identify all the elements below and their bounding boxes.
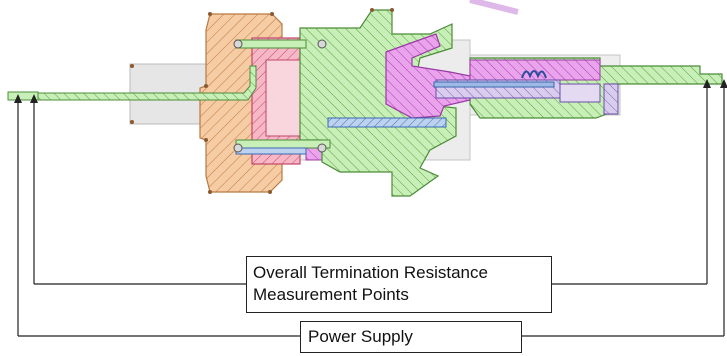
screws — [233, 39, 331, 155]
power-supply-lines — [17, 80, 725, 337]
measurement-arrow-icon — [14, 79, 727, 103]
power-supply-label: Power Supply — [308, 327, 413, 346]
spring-mark — [521, 70, 547, 79]
green-housing — [299, 9, 723, 197]
blue-strip — [327, 81, 555, 128]
termination-measurement-lines — [33, 80, 708, 285]
left-contact-pin — [7, 65, 257, 101]
outline-dots — [130, 8, 394, 194]
termination-label-box: Overall Termination Resistance Measureme… — [246, 256, 552, 313]
power-supply-label-box: Power Supply — [300, 321, 522, 353]
termination-label-line2: Measurement Points — [253, 285, 409, 304]
termination-label-line1: Overall Termination Resistance — [253, 263, 488, 282]
